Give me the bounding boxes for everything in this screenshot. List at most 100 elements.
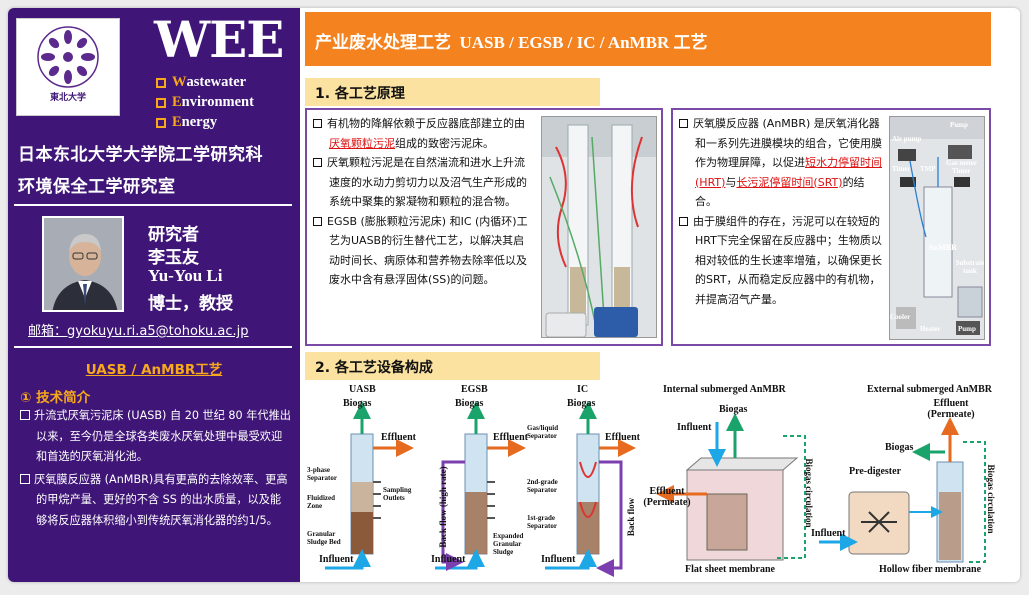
egsb-diagram: [435, 401, 526, 571]
ic-biogas-label: Biogas: [567, 398, 596, 409]
anmbr-photo: Pump Air pump Gas meter Timer TMP Timer …: [889, 116, 985, 340]
intro-item-uasb: 升流式厌氧污泥床 (UASB) 自 20 世纪 80 年代推出以来，至今仍是全球…: [20, 406, 292, 468]
external-effluent-label: Effluent (Permeate): [927, 398, 975, 420]
photo-label: Air pump: [892, 135, 922, 143]
egsb-influent-label: Influent: [431, 554, 466, 565]
external-membrane-label: Hollow fiber membrane: [879, 564, 982, 575]
principle-item: EGSB (膨胀颗粒污泥床) 和IC (内循环)工艺为UASB的衍生替代工艺，以…: [313, 212, 535, 290]
equipment-diagrams: UASB Biogas Effluent Influent 3-phase Se…: [305, 382, 1015, 578]
checkbox-icon: [20, 410, 30, 420]
egsb-backflow-label: Back flow (high rate): [438, 466, 448, 548]
internal-influent-label: Influent: [677, 422, 712, 433]
checkbox-icon: [679, 216, 688, 226]
ic-effluent-label: Effluent: [605, 432, 640, 443]
checkbox-icon: [313, 216, 322, 226]
external-biogas-label: Biogas: [885, 442, 914, 453]
person-name-cn: 李玉友: [148, 248, 199, 267]
principle-item: 厌氧颗粒污泥是在自然湍流和进水上升流速度的水动力剪切力以及沼气生产形成的系统中聚…: [313, 153, 535, 212]
photo-label: Cooler: [890, 313, 911, 321]
egsb-title: EGSB: [461, 384, 488, 395]
principle-item: 由于膜组件的存在，污泥可以在较短的HRT下完全保留在反应器中；生物质以相对较低的…: [679, 212, 885, 310]
ic-part-label: Gas/liquid Separator: [527, 424, 559, 440]
uasb-title: UASB: [349, 384, 376, 395]
internal-anmbr-title: Internal submerged AnMBR: [663, 384, 786, 395]
tohoku-logo: 東北大学: [16, 18, 120, 116]
intro-item-anmbr: 厌氧膜反应器 (AnMBR)具有更高的去除效率、更高的甲烷产量、更好的不含 SS…: [20, 470, 292, 532]
photo-label: Timer: [892, 165, 911, 173]
external-predigester-label: Pre-digester: [849, 466, 902, 477]
anmbr-setup-photo: [890, 117, 984, 339]
internal-biogas-label: Biogas: [719, 404, 748, 415]
section-2-heading: 2. 各工艺设备构成: [305, 352, 600, 380]
uasb-biogas-label: Biogas: [343, 398, 372, 409]
person-portrait-icon: [44, 218, 122, 310]
external-anmbr-title: External submerged AnMBR: [867, 384, 992, 395]
person-title: 博士，教授: [148, 294, 233, 313]
uasb-effluent-label: Effluent: [381, 432, 416, 443]
photo-label: Pump: [958, 325, 976, 333]
principle-box-uasb: 有机物的降解依赖于反应器底部建立的由厌氧颗粒污泥组成的致密污泥床。 厌氧颗粒污泥…: [305, 108, 663, 346]
principle-item: 有机物的降解依赖于反应器底部建立的由厌氧颗粒污泥组成的致密污泥床。: [313, 114, 535, 153]
university-emblem-icon: [37, 26, 99, 88]
square-icon: [156, 77, 166, 88]
internal-anmbr-diagram: [656, 413, 806, 561]
right-panel: 产业废水处理工艺 UASB / EGSB / IC / AnMBR 工艺 1. …: [300, 8, 1020, 582]
photo-label: AnMBR: [928, 243, 957, 252]
uasb-influent-label: Influent: [319, 554, 354, 565]
uasb-diagram: [325, 401, 414, 570]
external-influent-label: Influent: [811, 528, 846, 539]
email-link[interactable]: 邮箱：gyokuyu.ri.a5@tohoku.ac.jp: [28, 324, 249, 339]
principle-item: 厌氧膜反应器 (AnMBR) 是厌氧消化器和一系列先进膜模块的组合，它使用膜作为…: [679, 114, 885, 212]
square-icon: [156, 97, 166, 108]
ic-influent-label: Influent: [541, 554, 576, 565]
photo-label: Pump: [950, 121, 968, 129]
lab-line-2: 环境保全工学研究室: [18, 177, 176, 197]
ic-title: IC: [577, 384, 589, 395]
section-1-heading: 1. 各工艺原理: [305, 78, 600, 106]
checkbox-icon: [679, 119, 688, 128]
divider: [14, 346, 292, 348]
person-name-en: Yu-You Li: [148, 266, 223, 285]
researcher-photo: [42, 216, 124, 312]
lab-line-1: 日本东北大学大学院工学研究科: [18, 145, 263, 165]
intro-list: 升流式厌氧污泥床 (UASB) 自 20 世纪 80 年代推出以来，至今仍是全球…: [20, 406, 292, 531]
photo-label: Timer: [952, 167, 971, 175]
uasb-part-label: Sampling Outlets: [383, 486, 412, 502]
reactor-columns-photo: [542, 117, 656, 337]
ic-part-label: 1st-grade Separator: [527, 514, 557, 530]
reactor-diagrams-figure: [325, 401, 986, 577]
internal-effluent-label: Effluent (Permeate): [643, 486, 691, 508]
wee-title: WEE: [154, 10, 284, 69]
person-role: 研究者: [148, 225, 199, 244]
uasb-part-label: Granular Sludge Bed: [307, 530, 341, 546]
divider: [14, 204, 292, 206]
checkbox-icon: [20, 473, 30, 484]
photo-label: Substrate tank: [955, 259, 985, 275]
ic-part-label: 2nd-grade Separator: [527, 478, 558, 494]
photo-label: TMP: [920, 165, 936, 173]
ic-backflow-label: Back flow: [626, 497, 636, 537]
egsb-part-label: Expanded Granular Sludge: [493, 532, 524, 556]
photo-label: Gas meter: [946, 159, 977, 167]
external-anmbr-diagram: [819, 417, 986, 563]
external-circ-label: Biogas circulation: [986, 464, 996, 534]
square-icon: [156, 117, 166, 128]
checkbox-icon: [313, 158, 322, 167]
reactor-photo: [541, 116, 657, 338]
internal-membrane-label: Flat sheet membrane: [685, 564, 775, 575]
egsb-biogas-label: Biogas: [455, 398, 484, 409]
principle-box-anmbr: 厌氧膜反应器 (AnMBR) 是厌氧消化器和一系列先进膜模块的组合，它使用膜作为…: [671, 108, 991, 346]
egsb-effluent-label: Effluent: [493, 432, 528, 443]
left-subsection-title: ① 技术简介: [20, 390, 91, 406]
uasb-part-label: Fluidized Zone: [307, 494, 336, 510]
university-name: 東北大学: [49, 93, 86, 103]
photo-label: Heater: [920, 325, 941, 333]
left-section-title: UASB / AnMBR工艺: [85, 362, 223, 378]
uasb-part-label: 3-phase Separator: [307, 466, 337, 482]
ic-diagram: [545, 401, 636, 577]
